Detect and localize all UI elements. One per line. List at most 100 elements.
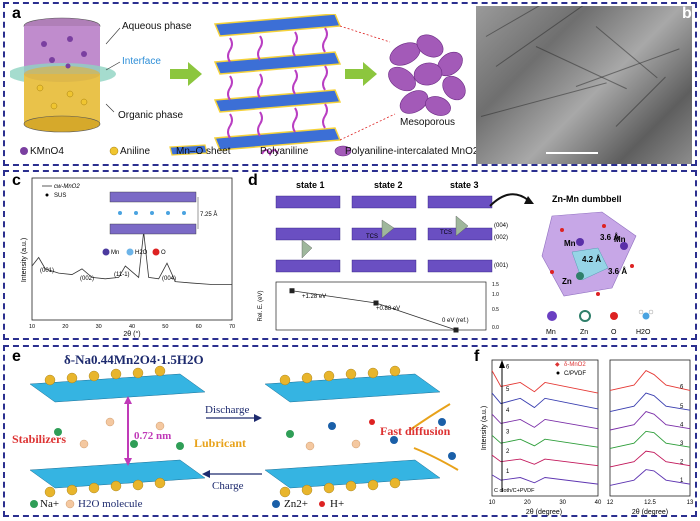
f-right-curves: 6 5 4 3 2 1 <box>609 370 691 486</box>
c-legend-cw-mno2: cw-MnO2 <box>54 184 80 190</box>
c-peak-004: (004) <box>162 276 176 282</box>
f-curve-number: 4 <box>680 423 684 429</box>
e-legend-na: Na+ <box>40 498 60 510</box>
c-legend-sus: SUS <box>54 193 66 199</box>
e-discharge: Discharge <box>205 404 250 416</box>
f-legend-mno2: δ-MnO2 <box>564 362 586 368</box>
d-energy-2: +0.88 eV <box>376 306 400 312</box>
d-state-1: state 1 <box>296 180 325 190</box>
d-dumbbell-structure <box>541 211 637 297</box>
f-curve-number: 2 <box>680 460 684 466</box>
c-x-tick-label: 10 <box>29 324 35 330</box>
c-x-tick-label: 30 <box>96 324 102 330</box>
f-curve-number: 1 <box>680 478 684 484</box>
panel-b-label: b <box>682 5 692 22</box>
e-legend-h: H+ <box>330 498 345 510</box>
d-label-h2o: H2O <box>636 329 651 336</box>
f-curve-number: 1 <box>506 469 510 475</box>
layered-sheets <box>213 14 342 151</box>
d-label-mn: Mn <box>546 329 556 336</box>
e-left-layers <box>29 373 206 489</box>
e-h-icon <box>319 501 325 507</box>
e-left-guests <box>54 417 184 450</box>
tem-image <box>476 6 692 164</box>
d-energy-3: 0 eV (ref.) <box>442 318 469 324</box>
d-plane-001: (001) <box>494 263 508 269</box>
f-xlabel-right: 2θ (degree) <box>632 509 668 516</box>
c-peak-002: (002) <box>80 276 94 282</box>
svg-text:◆: ◆ <box>555 362 560 368</box>
e-charge: Charge <box>212 480 244 492</box>
f-left-tick-label: 30 <box>559 500 566 506</box>
c-atom-o: O <box>161 250 166 256</box>
d-label-o: O <box>611 329 617 336</box>
f-left-curve <box>491 370 599 394</box>
f-right-tick-label: 13 <box>687 500 694 506</box>
f-curve-number: 3 <box>680 441 684 447</box>
svg-text:Zn: Zn <box>562 277 572 286</box>
aqueous-phase-label: Aqueous phase <box>122 21 192 32</box>
c-h2o-atom-icon <box>126 248 134 256</box>
f-left-curve <box>491 454 599 467</box>
svg-text:Mn: Mn <box>564 239 576 248</box>
panel-d-label: d <box>248 172 258 189</box>
f-baseline-label: C cloth/C+PVDF <box>494 488 535 494</box>
c-mn-atom-icon <box>102 248 110 256</box>
organic-layer <box>24 74 100 124</box>
c-x-tick-label: 50 <box>162 324 168 330</box>
e-stabilizers: Stabilizers <box>12 432 66 446</box>
f-curve-number: 6 <box>680 384 684 390</box>
f-right-curve <box>609 430 691 449</box>
d-layer-structures <box>275 195 493 273</box>
d-distance-2: 4.2 Å <box>582 255 601 264</box>
svg-text:1.5: 1.5 <box>492 282 499 288</box>
d-h2o-icon <box>638 309 654 320</box>
f-right-frame <box>609 359 691 497</box>
c-peak-001: (001) <box>40 268 54 274</box>
panel-f-label: f <box>474 348 480 365</box>
c-atom-h2o: H2O <box>135 250 148 256</box>
panel-e-illustration <box>29 365 459 509</box>
e-legend-zn: Zn2+ <box>284 498 308 510</box>
d-label-zn: Zn <box>580 329 588 336</box>
f-left-frame <box>491 359 599 497</box>
c-crystal-inset <box>102 191 199 256</box>
f-curve-number: 5 <box>506 387 510 393</box>
legend-mn-o-sheet: Mn–O sheet <box>176 146 231 157</box>
e-left-atoms <box>44 365 166 498</box>
f-curve-number: 5 <box>680 404 684 410</box>
f-right-curve <box>609 450 691 468</box>
c-xlabel: 2θ (°) <box>123 330 140 338</box>
c-x-tick-label: 20 <box>62 324 68 330</box>
c-x-tick-label: 60 <box>196 324 202 330</box>
mesoporous-label: Mesoporous <box>400 117 456 128</box>
mesoporous-cluster <box>388 34 466 116</box>
f-legend-cpvdf: C/PVDF <box>564 371 586 377</box>
f-left-curve <box>491 413 599 430</box>
f-curve-number: 2 <box>506 449 510 455</box>
aniline-icon <box>109 146 119 156</box>
d-energy-point <box>453 327 459 333</box>
d-plane-002: (002) <box>494 235 508 241</box>
polyaniline-mno2-icon <box>334 145 352 157</box>
d-state-2: state 2 <box>374 180 403 190</box>
mn-o-sheet-icon <box>169 144 208 156</box>
kmno4-icon <box>20 147 28 155</box>
e-spacing: 0.72 nm <box>134 430 172 442</box>
e-right-guests <box>286 418 456 460</box>
panel-cd-box <box>3 170 697 340</box>
c-x-tick-label: 70 <box>229 324 235 330</box>
d-state-3: state 3 <box>450 180 479 190</box>
legend-aniline: Aniline <box>120 146 151 157</box>
polyaniline-icon <box>261 149 279 157</box>
d-tcs-2: TCS <box>440 230 452 236</box>
c-spacing-label: 7.25 Å <box>200 211 217 218</box>
e-lubricant: Lubricant <box>194 436 247 450</box>
d-tcs-1: TCS <box>366 234 378 240</box>
panel-a-box <box>3 2 697 166</box>
f-left-tick-label: 40 <box>595 500 602 506</box>
